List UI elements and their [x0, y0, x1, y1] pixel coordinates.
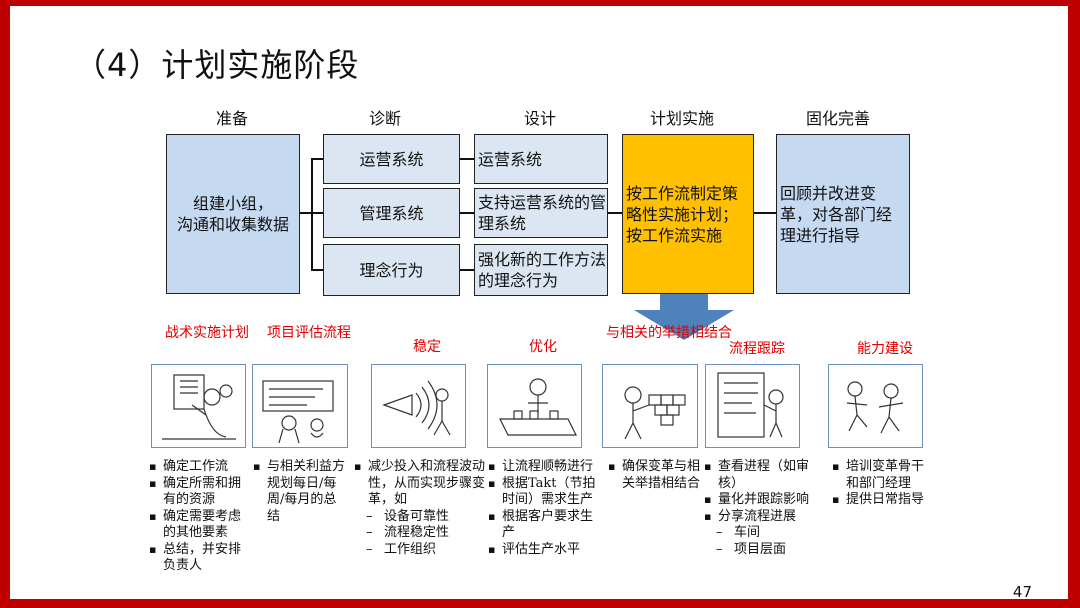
connector — [300, 212, 312, 214]
bullet-list-tracking: 查看进程（如审核） 量化并跟踪影响 分享流程进展 车间 项目层面 — [704, 459, 822, 558]
connector — [311, 269, 323, 271]
list-item: 评估生产水平 — [488, 542, 602, 559]
list-item: 确保变革与相关举措相结合 — [608, 459, 702, 492]
design-box-mindset: 强化新的工作方法的理念行为 — [474, 244, 608, 296]
phase-header-plan: 计划实施 — [649, 109, 714, 128]
connector — [311, 212, 323, 214]
slide: （4）计划实施阶段 准备 诊断 设计 计划实施 固化完善 组建小组， 沟通和收集… — [10, 6, 1068, 601]
bullet-list-integrate: 确保变革与相关举措相结合 — [608, 459, 702, 492]
list-item: 量化并跟踪影响 — [704, 492, 822, 509]
building-blocks-sketch-icon — [602, 364, 698, 448]
list-item: 确定需要考虑的其他要素 — [149, 509, 253, 542]
bullet-list-optimize: 让流程顺畅进行 根据Takt（节拍时间）需求生产 根据客户要求生产 评估生产水平 — [488, 459, 602, 558]
phase-header-design: 设计 — [523, 109, 556, 128]
list-item: 确定工作流 — [149, 459, 253, 476]
review-box: 回顾并改进变革，对各部门经理进行指导 — [776, 134, 910, 294]
diagnose-box-management: 管理系统 — [323, 188, 460, 238]
activity-label-tactical-plan: 战术实施计划 — [165, 325, 249, 341]
stabilizing-flow-sketch-icon — [371, 364, 466, 448]
connector — [460, 158, 474, 160]
phase-header-diagnose: 诊断 — [368, 109, 401, 128]
down-arrow-icon — [634, 294, 734, 340]
sub-list-item: 流程稳定性 — [354, 525, 486, 542]
page-number: 47 — [1012, 583, 1032, 601]
activity-label-optimize: 优化 — [529, 339, 557, 355]
bullet-list-capability: 培训变革骨干和部门经理 提供日常指导 — [832, 459, 928, 509]
connector — [311, 158, 323, 160]
list-item: 根据Takt（节拍时间）需求生产 — [488, 476, 602, 509]
design-box-management: 支持运营系统的管理系统 — [474, 188, 608, 238]
sub-list-item: 车间 — [704, 525, 822, 542]
list-item: 总结，并安排负责人 — [149, 542, 253, 575]
list-item: 分享流程进展 — [704, 509, 822, 526]
sub-list-item: 设备可靠性 — [354, 509, 486, 526]
list-item: 提供日常指导 — [832, 492, 928, 509]
bullet-list-project-review: 与相关利益方规划每日/每周/每月的总结 — [253, 459, 349, 525]
list-item: 让流程顺畅进行 — [488, 459, 602, 476]
connector — [460, 269, 474, 271]
activity-label-tracking: 流程跟踪 — [729, 341, 785, 357]
presentation-board-sketch-icon — [252, 364, 348, 448]
plan-box: 按工作流制定策略性实施计划；按工作流实施 — [622, 134, 754, 294]
activity-label-integrate: 与相关的举措相结合 — [606, 325, 732, 341]
tracking-chart-sketch-icon — [705, 364, 800, 448]
connector — [460, 212, 474, 214]
diagnose-box-operations: 运营系统 — [323, 134, 460, 184]
phase-header-consolidate: 固化完善 — [805, 109, 870, 128]
diagnose-box-mindset: 理念行为 — [323, 244, 460, 296]
team-planning-sketch-icon — [151, 364, 246, 448]
phase-header-prep: 准备 — [215, 109, 248, 128]
bullet-list-stabilize: 减少投入和流程波动性，从而实现步骤变革，如 设备可靠性 流程稳定性 工作组织 — [354, 459, 486, 558]
slide-title: （4）计划实施阶段 — [74, 46, 360, 84]
workbench-optimizing-sketch-icon — [487, 364, 582, 448]
activity-label-stabilize: 稳定 — [413, 339, 441, 355]
list-item: 确定所需和拥有的资源 — [149, 476, 253, 509]
connector — [311, 158, 313, 271]
prep-box: 组建小组， 沟通和收集数据 — [166, 134, 300, 294]
sub-list-item: 工作组织 — [354, 542, 486, 559]
coaching-runners-sketch-icon — [828, 364, 923, 448]
list-item: 根据客户要求生产 — [488, 509, 602, 542]
activity-label-project-review: 项目评估流程 — [267, 325, 351, 341]
sub-list-item: 项目层面 — [704, 542, 822, 559]
list-item: 减少投入和流程波动性，从而实现步骤变革，如 — [354, 459, 486, 509]
activity-label-capability: 能力建设 — [857, 341, 913, 357]
design-box-operations: 运营系统 — [474, 134, 608, 184]
list-item: 与相关利益方规划每日/每周/每月的总结 — [253, 459, 349, 525]
connector — [608, 212, 622, 214]
list-item: 培训变革骨干和部门经理 — [832, 459, 928, 492]
bullet-list-tactical-plan: 确定工作流 确定所需和拥有的资源 确定需要考虑的其他要素 总结，并安排负责人 — [149, 459, 253, 575]
list-item: 查看进程（如审核） — [704, 459, 822, 492]
connector — [754, 212, 776, 214]
